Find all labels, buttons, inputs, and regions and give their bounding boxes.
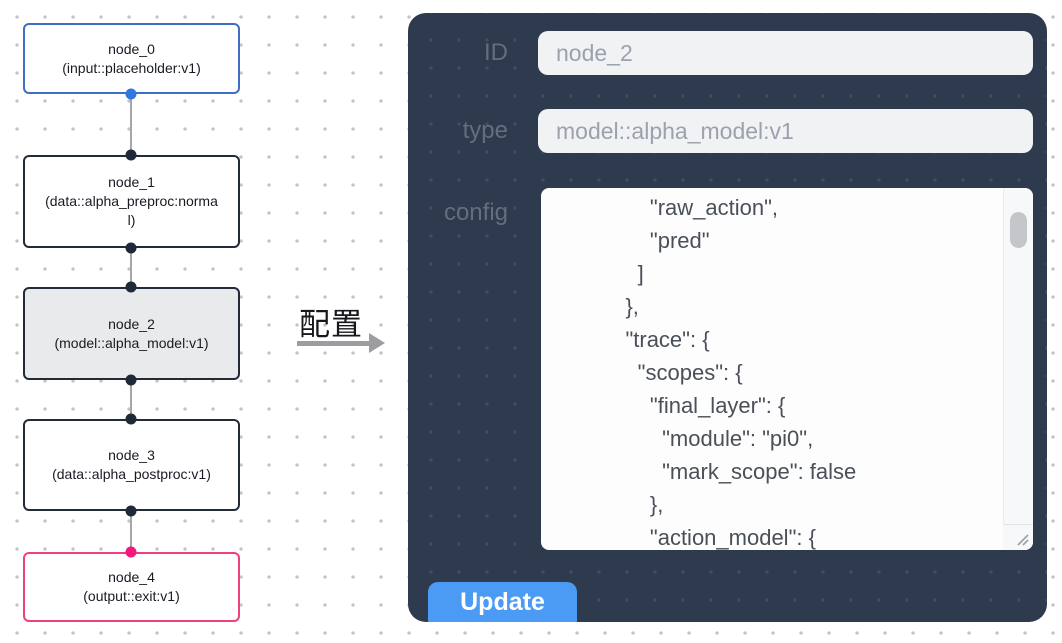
port-node_3-input[interactable] <box>125 413 137 425</box>
edge-node1-node2 <box>130 248 132 287</box>
config-scroll-corner <box>1003 524 1033 550</box>
port-node_1-output[interactable] <box>125 242 137 254</box>
resize-handle-icon[interactable] <box>1014 531 1030 547</box>
port-node_1-input[interactable] <box>125 149 137 161</box>
node-subtitle: (input::placeholder:v1) <box>62 59 201 76</box>
node-title: node_2 <box>108 315 155 332</box>
type-label: type <box>462 117 508 144</box>
update-button[interactable]: Update <box>428 582 577 622</box>
edge-node3-node4 <box>130 511 132 552</box>
config-scrollbar-thumb[interactable] <box>1010 212 1027 248</box>
port-node_4-input[interactable] <box>125 546 137 558</box>
port-node_2-output[interactable] <box>125 374 137 386</box>
edge-node0-node1 <box>130 94 132 155</box>
type-input[interactable] <box>538 109 1033 153</box>
node-subtitle: (data::alpha_postproc:v1) <box>52 466 211 482</box>
id-input[interactable] <box>538 31 1033 75</box>
node-subtitle: (output::exit:v1) <box>83 588 180 604</box>
node-title: node_3 <box>108 447 155 463</box>
transition-label: 配置 <box>299 307 363 342</box>
flow-canvas: node_0 (input::placeholder:v1) node_1 (d… <box>0 0 400 643</box>
node-title: node_4 <box>108 569 155 585</box>
config-json-text: "raw_action", "pred" ] }, "trace": { "sc… <box>625 195 857 550</box>
id-label: ID <box>484 39 508 66</box>
node-node_1[interactable]: node_1 (data::alpha_preproc:normal) <box>23 155 240 248</box>
port-node_3-output[interactable] <box>125 505 137 517</box>
config-scrollbar-track[interactable] <box>1003 188 1033 550</box>
node-title: node_1 <box>108 174 155 190</box>
port-node_2-input[interactable] <box>125 281 137 293</box>
arrow-right-icon <box>297 341 371 346</box>
config-textarea[interactable]: "raw_action", "pred" ] }, "trace": { "sc… <box>541 188 1033 550</box>
node-node_4[interactable]: node_4 (output::exit:v1) <box>23 552 240 622</box>
edge-node2-node3 <box>130 380 132 419</box>
arrow-right-head-icon <box>369 333 385 353</box>
node-node_0[interactable]: node_0 (input::placeholder:v1) <box>23 23 240 94</box>
node-subtitle: (data::alpha_preproc:normal) <box>45 193 218 228</box>
node-node_3[interactable]: node_3 (data::alpha_postproc:v1) <box>23 419 240 511</box>
node-node_2[interactable]: node_2 (model::alpha_model:v1) <box>23 287 240 380</box>
config-panel: ID type config "raw_action", "pred" ] },… <box>408 13 1047 622</box>
port-node_0-output[interactable] <box>125 88 137 100</box>
config-label: config <box>443 199 508 226</box>
node-title: node_0 <box>108 40 155 57</box>
node-subtitle: (model::alpha_model:v1) <box>54 334 209 351</box>
